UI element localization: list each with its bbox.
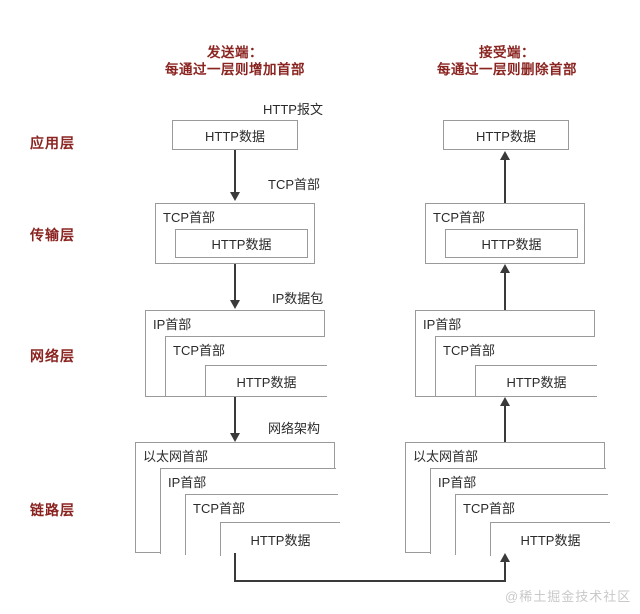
sender-link-ethernet-box: 以太网首部 IP首部 TCP首部 HTTP数据 <box>135 442 340 556</box>
sender-network-ip-box: IP首部 TCP首部 HTTP数据 <box>145 310 327 397</box>
sender-transport-http-data-box: HTTP数据 <box>175 229 308 258</box>
sender-arrow-line-transport-network <box>234 264 236 302</box>
receiver-link-tcp-box: TCP首部 HTTP数据 <box>455 494 610 556</box>
watermark-text: @稀土掘金技术社区 <box>505 589 632 604</box>
receiver-transport-http-data-box: HTTP数据 <box>445 229 578 258</box>
bottom-connector-horizontal-segment <box>234 580 506 582</box>
receiver-arrow-head-transport-app <box>500 151 510 160</box>
sender-link-third-label: TCP首部 <box>193 501 246 516</box>
receiver-link-ip-box: IP首部 TCP首部 HTTP数据 <box>430 468 610 556</box>
receiver-network-outer-label: IP首部 <box>423 317 462 332</box>
receiver-column-heading: 接受端： 每通过一层则删除首部 <box>412 44 602 78</box>
sender-arrow-line-network-link <box>234 397 236 435</box>
bottom-connector-right-segment <box>504 562 506 582</box>
receiver-network-http-data-box: HTTP数据 <box>475 365 597 397</box>
receiver-arrow-line-transport-app <box>504 159 506 203</box>
receiver-heading-line1: 接受端： <box>479 45 535 60</box>
receiver-application-http-data-box: HTTP数据 <box>443 120 569 150</box>
sender-arrow-head-transport-network <box>230 300 240 309</box>
flow-label-network-frame: 网络架构 <box>268 421 321 436</box>
receiver-transport-payload-label: HTTP数据 <box>481 237 542 252</box>
bottom-connector-left-segment <box>234 553 236 582</box>
receiver-link-http-data-box: HTTP数据 <box>490 522 610 556</box>
receiver-transport-outer-label: TCP首部 <box>433 210 486 225</box>
flow-label-ip-packet: IP数据包 <box>272 291 324 306</box>
sender-transport-payload-label: HTTP数据 <box>211 237 272 252</box>
sender-arrow-head-network-link <box>230 433 240 442</box>
receiver-network-payload-label: HTTP数据 <box>506 374 567 390</box>
sender-link-ip-box: IP首部 TCP首部 HTTP数据 <box>160 468 340 556</box>
receiver-arrow-line-link-network <box>504 405 506 443</box>
sender-network-payload-label: HTTP数据 <box>236 374 297 390</box>
receiver-link-second-label: IP首部 <box>438 475 477 490</box>
sender-link-outer-label: 以太网首部 <box>143 449 209 464</box>
flow-label-tcp-header: TCP首部 <box>268 177 321 192</box>
receiver-application-payload-label: HTTP数据 <box>476 128 536 144</box>
sender-application-http-data-box: HTTP数据 <box>172 120 298 150</box>
receiver-link-payload-label: HTTP数据 <box>520 533 581 548</box>
receiver-arrow-line-network-transport <box>504 272 506 310</box>
receiver-arrow-head-link-network <box>500 397 510 406</box>
sender-link-payload-label: HTTP数据 <box>250 533 311 548</box>
sender-arrow-line-app-transport <box>234 150 236 194</box>
sender-link-tcp-box: TCP首部 HTTP数据 <box>185 494 340 556</box>
sender-column-heading: 发送端： 每通过一层则增加首部 <box>140 44 330 78</box>
layer-label-application: 应用层 <box>30 135 75 151</box>
receiver-link-ethernet-box: 以太网首部 IP首部 TCP首部 HTTP数据 <box>405 442 610 556</box>
flow-label-http-message: HTTP报文 <box>263 102 323 117</box>
sender-network-http-data-box: HTTP数据 <box>205 365 327 397</box>
sender-heading-line2: 每通过一层则增加首部 <box>165 62 305 77</box>
sender-application-payload-label: HTTP数据 <box>205 128 265 144</box>
receiver-network-ip-box: IP首部 TCP首部 HTTP数据 <box>415 310 597 397</box>
sender-transport-outer-label: TCP首部 <box>163 210 216 225</box>
receiver-link-third-label: TCP首部 <box>463 501 516 516</box>
sender-transport-tcp-box: TCP首部 HTTP数据 <box>155 203 315 264</box>
receiver-heading-line2: 每通过一层则删除首部 <box>437 62 577 77</box>
layer-label-transport: 传输层 <box>30 227 75 243</box>
sender-link-second-label: IP首部 <box>168 475 207 490</box>
receiver-network-middle-label: TCP首部 <box>443 343 496 358</box>
sender-heading-line1: 发送端： <box>207 45 263 60</box>
receiver-transport-tcp-box: TCP首部 HTTP数据 <box>425 203 585 264</box>
bottom-connector-arrow-head <box>500 553 510 562</box>
sender-network-middle-label: TCP首部 <box>173 343 226 358</box>
receiver-link-outer-label: 以太网首部 <box>413 449 479 464</box>
sender-arrow-head-app-transport <box>230 192 240 201</box>
layer-label-network: 网络层 <box>30 348 75 364</box>
sender-link-http-data-box: HTTP数据 <box>220 522 340 556</box>
layer-label-link: 链路层 <box>30 502 75 518</box>
receiver-network-tcp-box: TCP首部 HTTP数据 <box>435 336 597 397</box>
receiver-arrow-head-network-transport <box>500 264 510 273</box>
sender-network-outer-label: IP首部 <box>153 317 192 332</box>
sender-network-tcp-box: TCP首部 HTTP数据 <box>165 336 327 397</box>
